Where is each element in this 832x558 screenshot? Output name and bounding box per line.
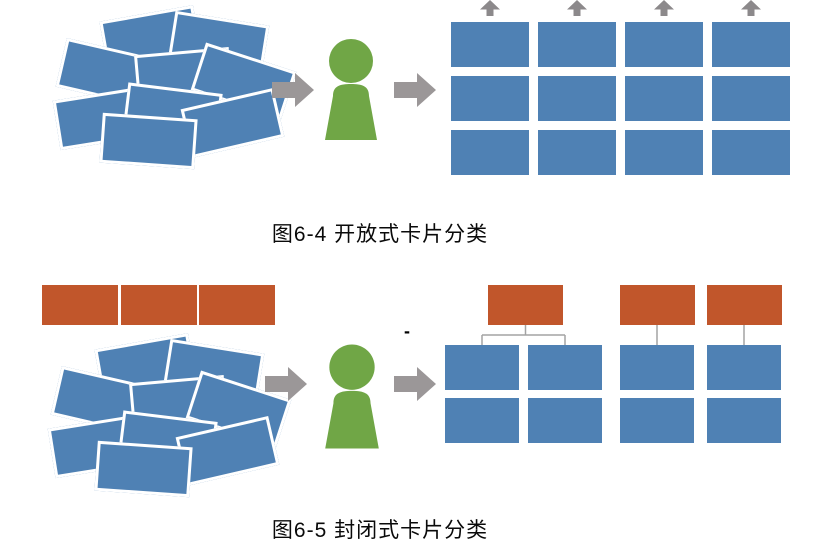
- sorted-grid: [451, 0, 791, 178]
- grouped-card: [620, 345, 694, 390]
- right-arrow-icon: [265, 367, 307, 401]
- right-arrow-icon: [272, 73, 314, 107]
- predefined-headers-left: [42, 285, 278, 325]
- category-card: [42, 285, 118, 325]
- sorted-card: [538, 76, 616, 121]
- connector-lines: [445, 285, 785, 450]
- category-groups: [445, 285, 785, 450]
- figure-caption-closed: 图6-5 封闭式卡片分类: [271, 519, 489, 542]
- unsorted-card: [93, 440, 193, 498]
- category-card: [620, 285, 695, 325]
- sorted-card: [712, 76, 790, 121]
- right-arrow-icon: [394, 73, 436, 107]
- grouped-card: [445, 398, 519, 443]
- grouped-card: [707, 398, 781, 443]
- category-card: [707, 285, 782, 325]
- sorted-card: [451, 130, 529, 175]
- person-icon: [325, 344, 379, 449]
- sorted-card: [625, 130, 703, 175]
- figure-caption-open: 图6-4 开放式卡片分类: [271, 223, 489, 246]
- grouped-card: [528, 345, 602, 390]
- open-pile: [50, 5, 300, 170]
- up-arrow-icon: [740, 0, 762, 21]
- stray-dash: -: [404, 321, 410, 341]
- unsorted-card: [98, 112, 198, 170]
- sorted-card: [712, 22, 790, 67]
- right-arrow-icon: [394, 367, 436, 401]
- closed-pile: [45, 333, 295, 498]
- grouped-card: [445, 345, 519, 390]
- sorted-card: [451, 76, 529, 121]
- grouped-card: [620, 398, 694, 443]
- sorted-card: [451, 22, 529, 67]
- up-arrow-icon: [653, 0, 675, 21]
- category-card: [199, 285, 275, 325]
- sorted-card: [625, 76, 703, 121]
- category-card: [120, 285, 197, 325]
- sorted-card: [625, 22, 703, 67]
- sorted-card: [538, 130, 616, 175]
- up-arrow-icon: [566, 0, 588, 21]
- grouped-card: [528, 398, 602, 443]
- sorted-card: [712, 130, 790, 175]
- sorted-card: [538, 22, 616, 67]
- person-icon: [325, 39, 377, 140]
- up-arrow-icon: [479, 0, 501, 21]
- grouped-card: [707, 345, 781, 390]
- category-card: [488, 285, 563, 325]
